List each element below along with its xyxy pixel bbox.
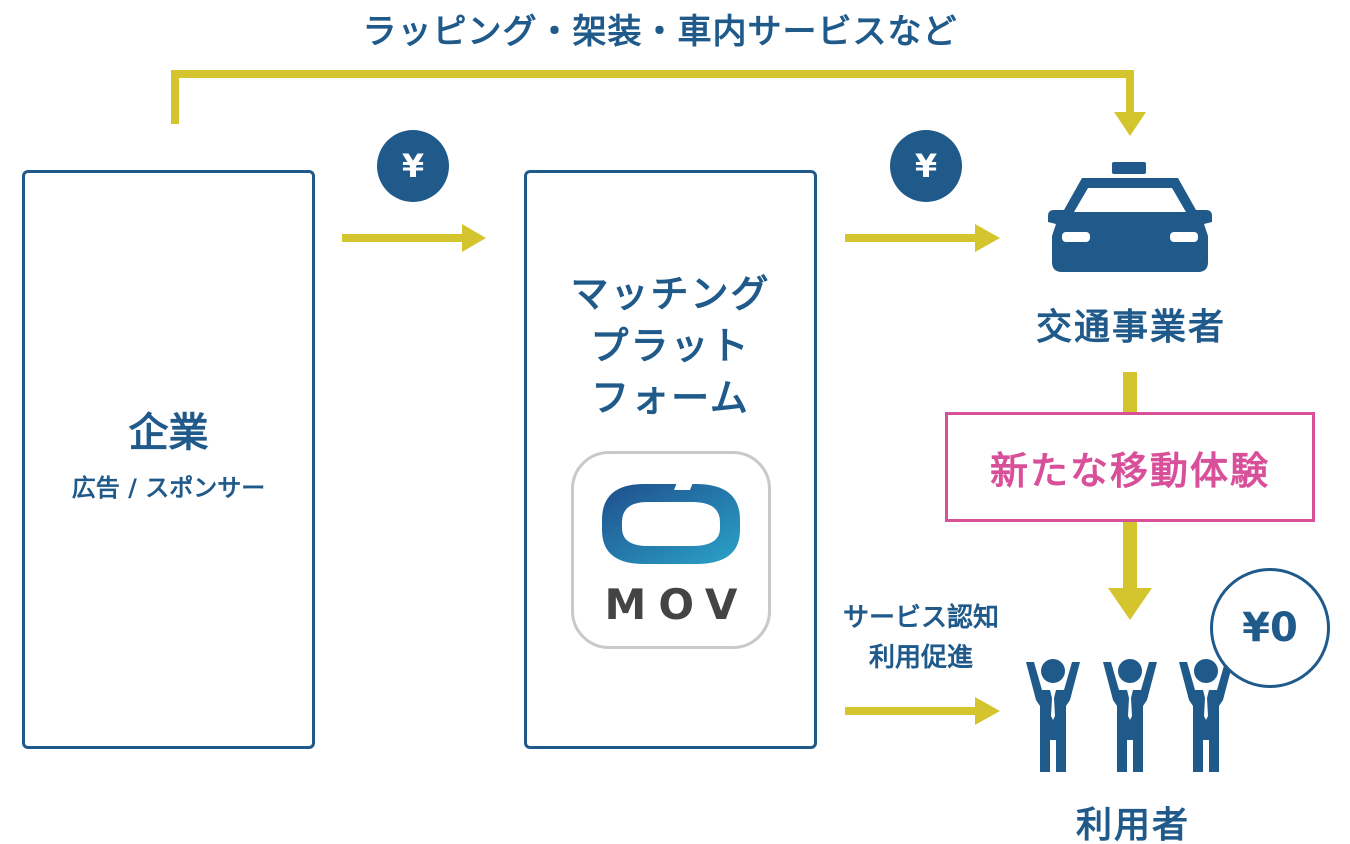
person-figure — [1179, 659, 1233, 772]
awareness-line: サービス認知 — [842, 603, 999, 633]
platform-title: マッチング プラット フォーム — [524, 268, 817, 424]
experience-label: 新たな移動体験 — [989, 448, 1270, 493]
platform-title-line: マッチング — [570, 272, 771, 316]
zero-price-badge: ¥0 — [1210, 568, 1330, 688]
platform-title-line: プラット — [590, 324, 751, 368]
awareness-label: サービス認知 利用促進 — [828, 598, 1014, 678]
mov-logo-icon — [602, 480, 740, 564]
yen-badge: ¥ — [377, 130, 449, 202]
company-box — [22, 170, 315, 749]
arrowhead-company-to-platform — [462, 224, 486, 252]
arrowhead-awareness-to-users — [975, 697, 1000, 725]
experience-box: 新たな移動体験 — [945, 412, 1315, 522]
company-subtitle: 広告 / スポンサー — [71, 474, 266, 502]
mov-app-icon: MOV — [571, 451, 771, 649]
users-label: 利用者 — [1075, 805, 1190, 844]
platform-box — [524, 170, 817, 749]
operator-label: 交通事業者 — [1035, 307, 1226, 348]
person-figure — [1026, 659, 1080, 772]
awareness-line: 利用促進 — [868, 643, 973, 673]
taxi-icon — [1048, 162, 1212, 272]
app-name: MOV — [604, 580, 750, 629]
person-figure — [1103, 659, 1157, 772]
people-icon — [1026, 659, 1233, 772]
top-flow-arrowhead — [1114, 112, 1146, 136]
top-flow-label: ラッピング・架装・車内サービスなど — [362, 12, 958, 52]
company-title: 企業 — [128, 410, 209, 456]
yen-badge: ¥ — [890, 130, 962, 202]
arrowhead-to-users — [1108, 588, 1152, 620]
platform-title-line: フォーム — [591, 376, 750, 420]
top-flow-arrow — [171, 70, 1134, 124]
arrowhead-platform-to-operator — [975, 224, 1000, 252]
